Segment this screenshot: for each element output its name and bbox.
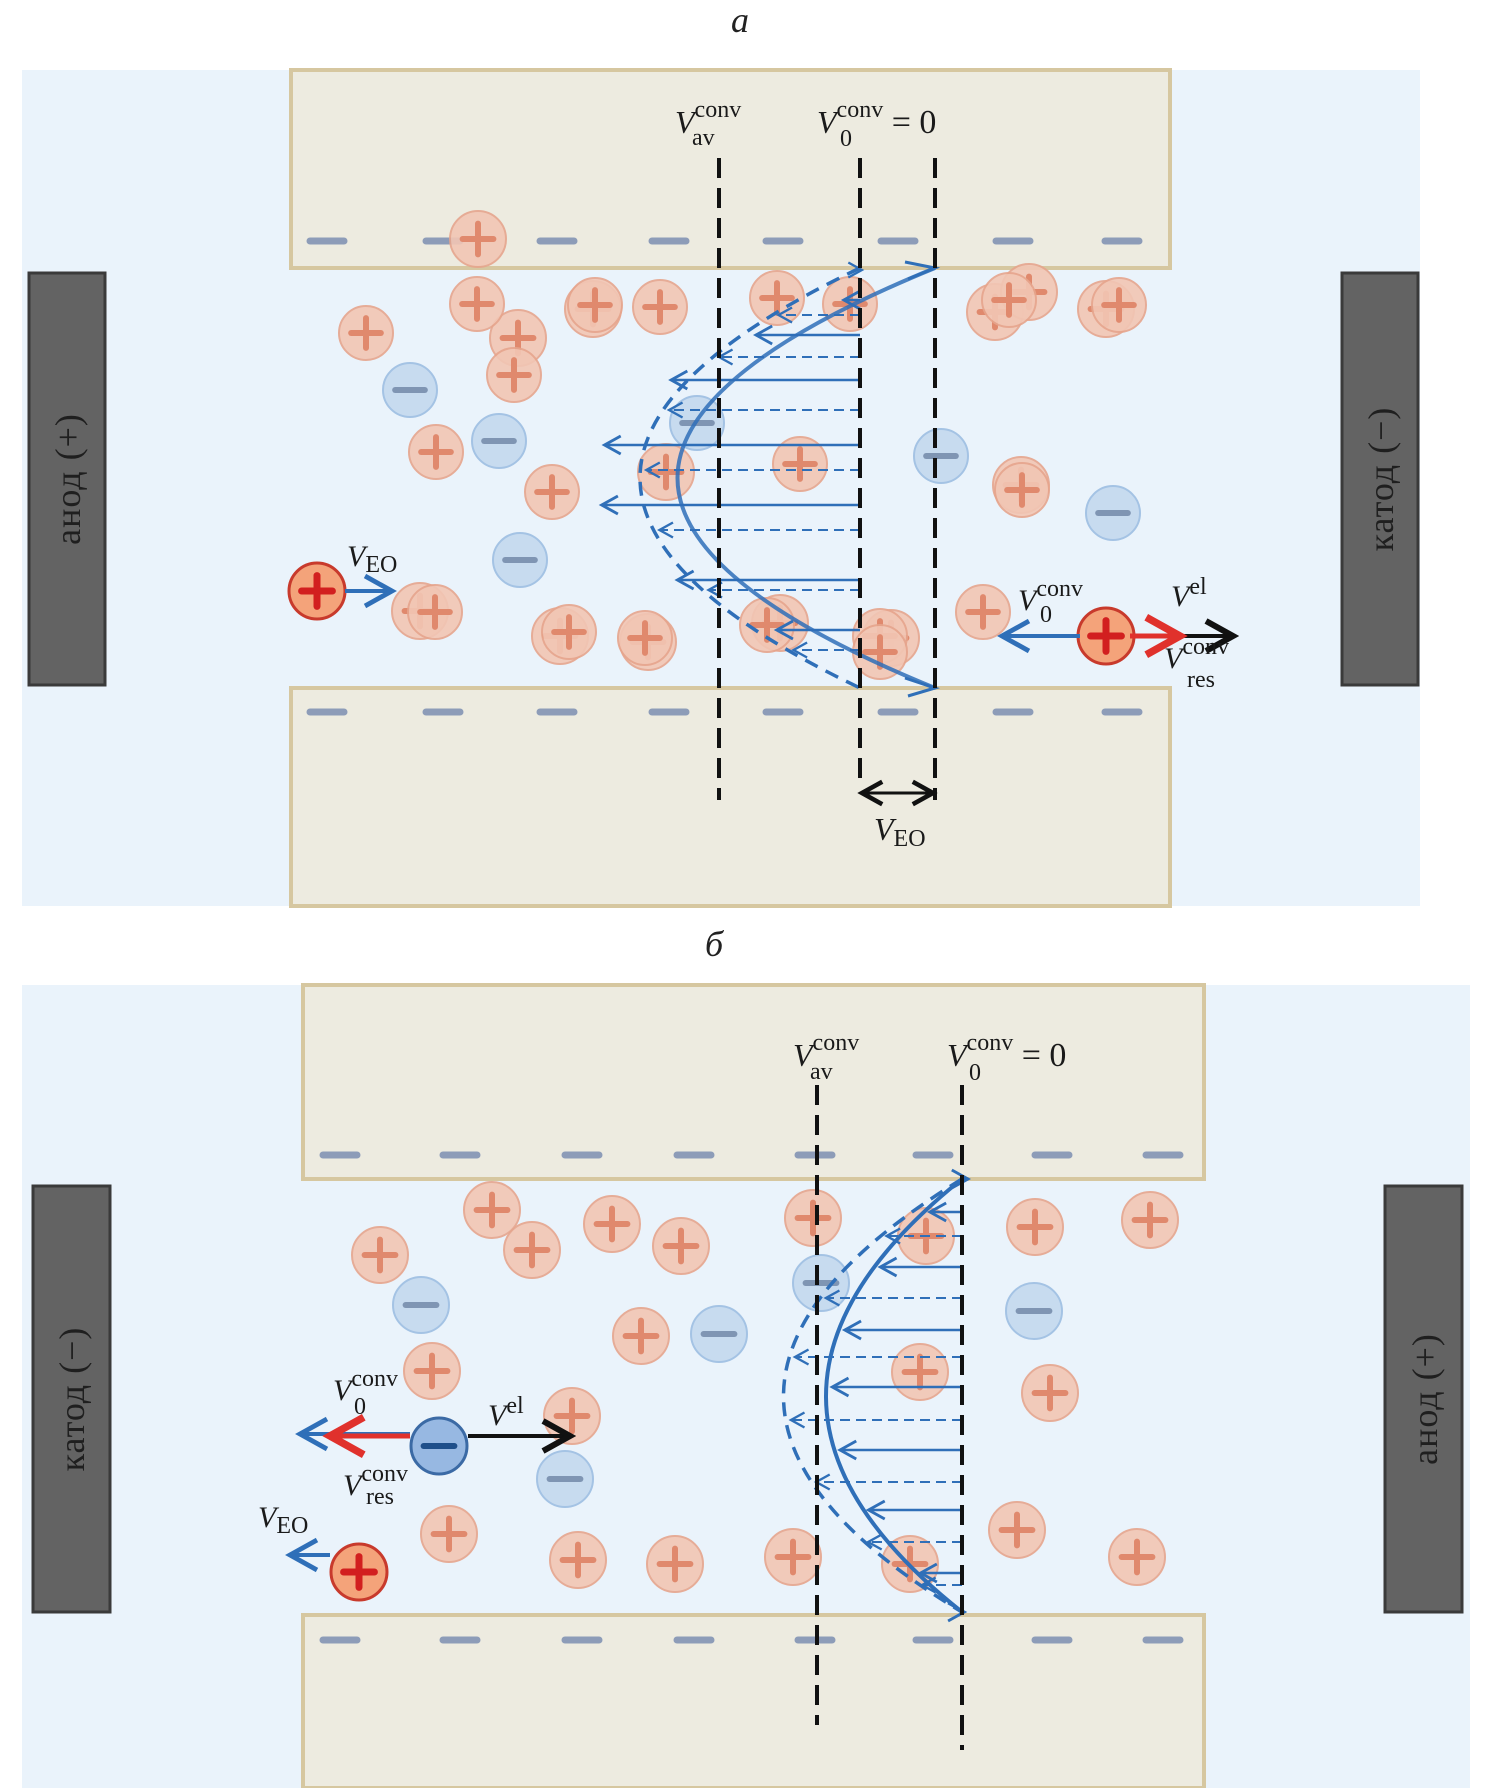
cation: [764, 1528, 822, 1586]
panel-b-anode-electrode: [1383, 1184, 1464, 1614]
panel-a-wall-charges: [306, 237, 1143, 716]
cation: [449, 210, 507, 268]
cation: [617, 610, 673, 666]
panel-b-cathode-electrode: [31, 1184, 112, 1614]
cation: [652, 1217, 710, 1275]
panel-b-v0-label: Vconv = 0: [947, 1030, 1066, 1074]
highlighted-cation: [287, 561, 347, 621]
cation: [994, 462, 1050, 518]
panel-a-vav-label: Vconv: [675, 97, 741, 140]
cation: [541, 604, 597, 660]
panel-a-right-vres-label: Vconv: [1164, 634, 1229, 675]
cation: [420, 1505, 478, 1563]
highlighted-cation: [1076, 606, 1136, 666]
anion: [382, 362, 438, 418]
panel-a-right-electrode-label: катод (−): [1361, 407, 1401, 552]
anion: [1085, 485, 1141, 541]
cation: [407, 584, 463, 640]
cation: [1006, 1198, 1064, 1256]
cation: [637, 443, 695, 501]
anion: [792, 1254, 850, 1312]
cation: [955, 584, 1011, 640]
panel-a-veo-left-label: VEO: [347, 540, 397, 578]
panel-a-dashed-profile: [638, 266, 861, 690]
panel-b-vav-label: Vconv: [793, 1030, 859, 1073]
cation: [988, 1501, 1046, 1559]
panel-b-v0-ion-label: Vconv: [333, 1366, 398, 1407]
cation: [852, 624, 908, 680]
cation: [403, 1342, 461, 1400]
panel-a-right-vel-label: Vel: [1171, 574, 1207, 613]
panel-a-right-v0-sub: 0: [1040, 602, 1052, 628]
panel-b-v0-ion-sub: 0: [354, 1394, 366, 1420]
highlighted-anion: [409, 1416, 469, 1476]
anion: [492, 532, 548, 588]
panel-a-cathode-electrode: [1340, 271, 1420, 687]
panel-b-veo-label: VEO: [258, 1501, 308, 1539]
cation: [772, 436, 828, 492]
cation: [632, 279, 688, 335]
cation: [1108, 1528, 1166, 1586]
panel-a-anode-electrode: [27, 271, 107, 687]
panel-b: б катод (−) анод (+) Vconv av Vconv = 0 …: [22, 924, 1470, 1788]
panel-b-top-wall: [301, 983, 1206, 1181]
panel-b-vres-label: Vconv: [343, 1461, 408, 1502]
panel-a-right-vres-sub: res: [1187, 667, 1215, 693]
panel-a-letter: а: [731, 0, 749, 40]
panel-b-letter: б: [705, 924, 725, 964]
cation: [503, 1221, 561, 1279]
panel-a: а анод (+) катод (−) Vconv av: [22, 0, 1420, 908]
panel-a-v0-sub: 0: [840, 126, 852, 152]
panel-a-v0-label: Vconv = 0: [817, 97, 936, 141]
cation: [408, 424, 464, 480]
anion: [913, 428, 969, 484]
cation: [463, 1181, 521, 1239]
cation: [567, 277, 623, 333]
cation: [1021, 1364, 1079, 1422]
panel-a-solid-profile: [675, 266, 936, 690]
anion: [392, 1276, 450, 1334]
cation: [646, 1535, 704, 1593]
anion: [1005, 1282, 1063, 1340]
cation: [891, 1343, 949, 1401]
panel-a-ions: [287, 210, 1147, 680]
cation: [612, 1307, 670, 1365]
panel-a-top-wall: [289, 68, 1172, 270]
cation: [351, 1226, 409, 1284]
anion: [471, 413, 527, 469]
cation: [449, 276, 505, 332]
cation: [784, 1189, 842, 1247]
panel-a-veo-bottom-label: VEO: [874, 811, 926, 852]
anion: [536, 1450, 594, 1508]
cation: [1121, 1191, 1179, 1249]
anion: [690, 1305, 748, 1363]
cation: [486, 347, 542, 403]
panel-b-bottom-wall: [301, 1613, 1206, 1788]
panel-b-v0-sub: 0: [969, 1060, 981, 1086]
panel-b-vav-sub: av: [810, 1059, 833, 1085]
cation: [549, 1531, 607, 1589]
cation: [1091, 277, 1147, 333]
panel-a-left-electrode-label: анод (+): [48, 413, 88, 545]
panel-b-profile-arrows: [788, 1168, 971, 1623]
cation: [338, 305, 394, 361]
panel-b-vel-label: Vel: [488, 1393, 524, 1432]
cation: [749, 270, 805, 326]
panel-a-profile-bottom-tip: [904, 676, 940, 698]
panel-a-right-v0-label: Vconv: [1018, 576, 1083, 617]
panel-b-right-electrode-label: анод (+): [1405, 1333, 1445, 1465]
panel-a-vav-sub: av: [692, 125, 715, 151]
panel-b-solid-profile: [824, 1177, 964, 1614]
highlighted-cation: [329, 1542, 389, 1602]
cation: [583, 1195, 641, 1253]
panel-b-vres-sub: res: [366, 1484, 394, 1510]
panel-a-bottom-wall: [289, 686, 1172, 908]
cation: [524, 464, 580, 520]
cation: [981, 272, 1037, 328]
panel-b-left-electrode-label: катод (−): [52, 1327, 92, 1472]
